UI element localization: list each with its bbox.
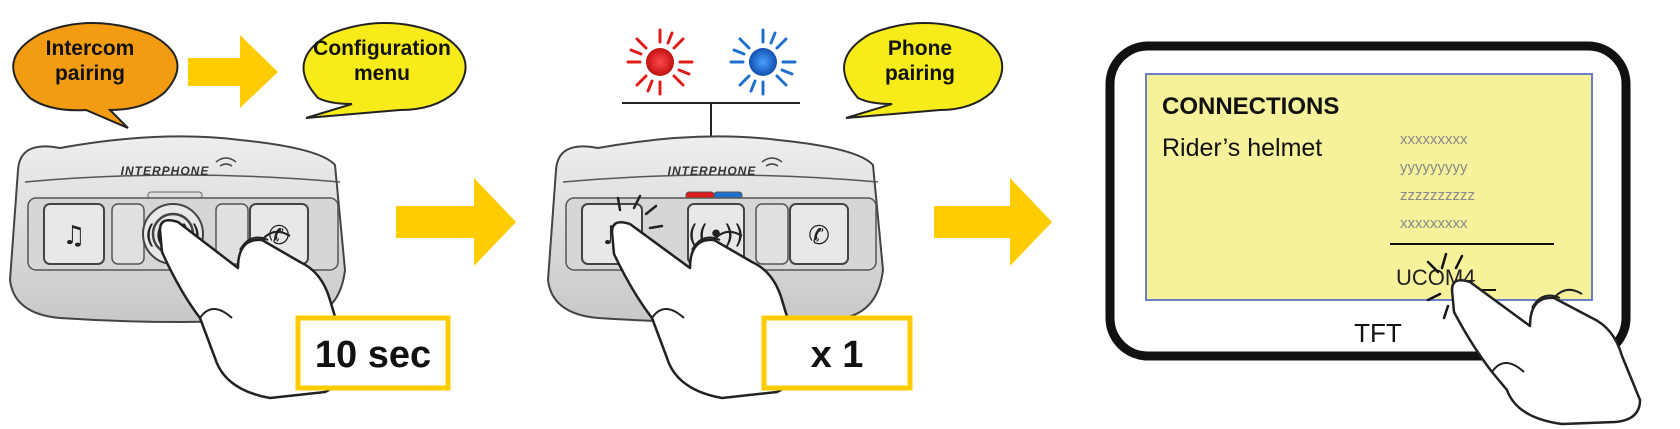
tft-screen <box>1145 73 1593 301</box>
side-panel <box>111 203 145 265</box>
config-line2: menu <box>354 62 410 85</box>
intercom-line2: pairing <box>55 62 125 85</box>
phone-pairing-bubble: Phone pairing <box>843 22 1004 119</box>
arrow-icon <box>396 178 516 266</box>
device-edge <box>24 174 341 183</box>
wireless-icon <box>761 157 783 167</box>
arrow-icon <box>934 178 1052 266</box>
phone-button[interactable] <box>789 203 849 265</box>
phone-line1: Phone <box>888 37 952 60</box>
configuration-menu-bubble: Configuration menu <box>302 22 467 119</box>
bubble-shape <box>843 22 1004 119</box>
tft-entry: xxxxxxxxx <box>1400 215 1468 232</box>
intercom-pairing-bubble: Intercom pairing <box>12 22 179 129</box>
music-note-icon: ♫ <box>62 221 85 251</box>
config-line1: Configuration <box>313 37 451 60</box>
tft-label: TFT <box>1354 318 1402 348</box>
tft-display: CONNECTIONS Rider’s helmet xxxxxxxxx yyy… <box>1105 41 1631 361</box>
press-count-box <box>761 315 913 391</box>
pressing-hand-icon <box>1450 279 1642 426</box>
phone-icon: ✆ <box>808 221 830 251</box>
duration-box <box>295 315 451 391</box>
phone-line2: pairing <box>885 62 955 85</box>
press-count-label: x 1 <box>811 334 864 376</box>
device-brand: INTERPHONE <box>668 164 757 178</box>
tft-entry: yyyyyyyyy <box>1400 159 1468 176</box>
bubble-shape <box>12 22 179 129</box>
arrow-icon <box>188 35 278 108</box>
tft-entry: xxxxxxxxx <box>1400 131 1468 148</box>
blue-led-flash-icon <box>729 28 797 96</box>
phone-icon: ✆ <box>268 221 290 251</box>
wireless-icon <box>215 157 237 167</box>
tft-title: CONNECTIONS <box>1162 93 1339 120</box>
device-edge <box>562 174 879 183</box>
duration-label: 10 sec <box>315 334 431 376</box>
tft-rider-label: Rider’s helmet <box>1162 134 1322 162</box>
tft-entry: zzzzzzzzzz <box>1400 187 1475 204</box>
intercom-line1: Intercom <box>46 37 135 60</box>
device-brand: INTERPHONE <box>121 164 210 178</box>
music-button[interactable] <box>43 203 105 265</box>
bubble-shape <box>302 22 467 119</box>
side-panel <box>755 203 789 265</box>
red-led-flash-icon <box>626 28 694 96</box>
